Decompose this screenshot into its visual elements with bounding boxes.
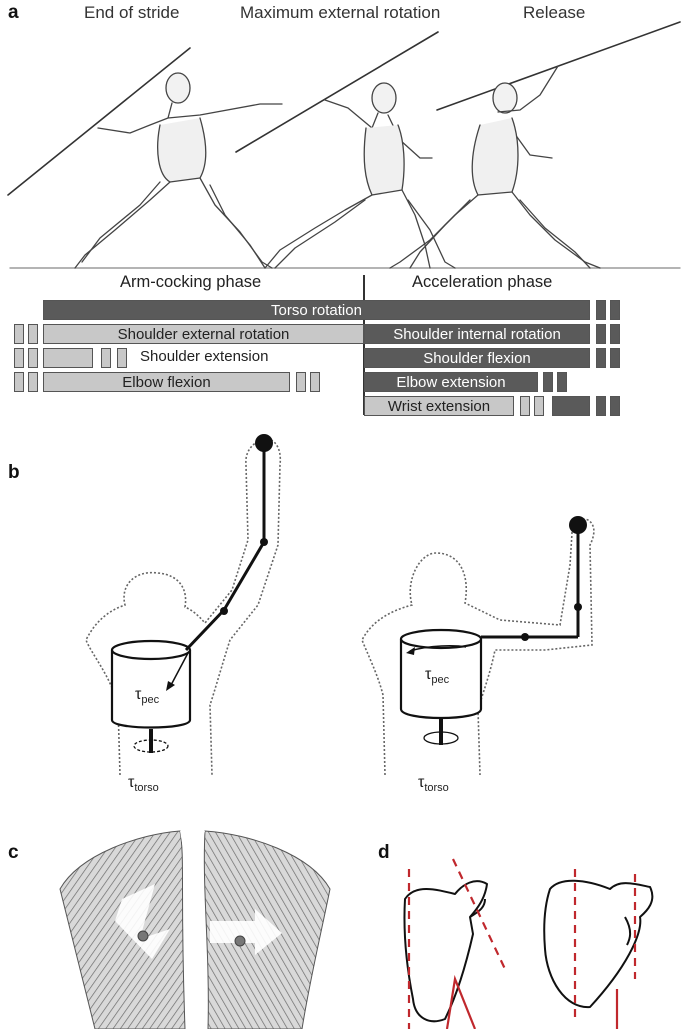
bar-ee-segment bbox=[557, 372, 567, 392]
right-tau-pec-sub: pec bbox=[431, 674, 450, 687]
bar-shoulder-internal-rotation-label: Shoulder internal rotation bbox=[393, 325, 561, 343]
bar-se-segment bbox=[14, 348, 24, 368]
title-release: Release bbox=[523, 3, 586, 22]
phase-divider-line bbox=[363, 275, 365, 415]
bar-ef-segment bbox=[296, 372, 306, 392]
scapula-diagram bbox=[403, 858, 654, 1029]
right-tau-torso-label: τtorso bbox=[418, 774, 449, 794]
left-tau-torso-label: τtorso bbox=[128, 774, 159, 794]
bar-ef-segment bbox=[14, 372, 24, 392]
bar-we-segment bbox=[610, 396, 620, 416]
panel-label-a: a bbox=[8, 2, 19, 23]
bar-elbow-flexion-label: Elbow flexion bbox=[122, 373, 211, 391]
bar-sir-segment bbox=[596, 324, 606, 344]
panel-label-c: c bbox=[8, 842, 19, 863]
bar-shoulder-extension-block bbox=[43, 348, 93, 368]
bar-we-segment bbox=[596, 396, 606, 416]
left-pec-torque-arrow bbox=[169, 652, 189, 688]
bar-we-segment bbox=[534, 396, 544, 416]
bar-torso-rotation: Torso rotation bbox=[43, 300, 590, 320]
bar-sf-segment bbox=[610, 348, 620, 368]
bar-shoulder-external-rotation-label: Shoulder external rotation bbox=[117, 325, 290, 343]
right-joint-elbow bbox=[521, 633, 529, 641]
left-cylinder bbox=[110, 639, 192, 729]
bar-we-block bbox=[552, 396, 590, 416]
bar-shoulder-internal-rotation: Shoulder internal rotation bbox=[364, 324, 590, 344]
right-cylinder bbox=[399, 628, 483, 720]
right-scapula-outline bbox=[543, 879, 654, 1009]
bar-elbow-extension: Elbow extension bbox=[364, 372, 538, 392]
bar-ser-segment bbox=[14, 324, 24, 344]
bar-se-segment bbox=[117, 348, 127, 368]
bar-sf-segment bbox=[596, 348, 606, 368]
panel-label-b: b bbox=[8, 462, 20, 483]
panel-label-d: d bbox=[378, 842, 390, 863]
right-tau-pec-symbol: τ bbox=[425, 666, 432, 683]
bar-shoulder-flexion-label: Shoulder flexion bbox=[423, 349, 531, 367]
bar-shoulder-extension-label: Shoulder extension bbox=[140, 348, 269, 365]
right-pec-torque-arrow bbox=[409, 645, 467, 652]
bar-elbow-extension-label: Elbow extension bbox=[396, 373, 506, 391]
left-tau-pec-sub: pec bbox=[141, 694, 160, 707]
bar-se-segment bbox=[101, 348, 111, 368]
bar-shoulder-external-rotation: Shoulder external rotation bbox=[43, 324, 364, 344]
bar-we-segment bbox=[520, 396, 530, 416]
left-tau-torso-symbol: τ bbox=[128, 774, 135, 791]
right-tau-torso-sub: torso bbox=[424, 782, 449, 795]
bar-ef-segment bbox=[310, 372, 320, 392]
left-torso-torque-arc bbox=[133, 739, 169, 753]
bar-se-segment bbox=[28, 348, 38, 368]
left-tau-torso-sub: torso bbox=[134, 782, 159, 795]
bar-ef-segment bbox=[28, 372, 38, 392]
left-hand-ball bbox=[255, 434, 273, 452]
right-tau-pec-label: τpec bbox=[425, 666, 449, 686]
right-tau-torso-symbol: τ bbox=[418, 774, 425, 791]
pectoral-muscles-illustration bbox=[59, 830, 331, 1029]
bar-ee-segment bbox=[543, 372, 553, 392]
torso-model-diagram bbox=[85, 434, 595, 776]
bar-sir-segment bbox=[610, 324, 620, 344]
right-hand-ball bbox=[569, 516, 587, 534]
bar-torso-segment bbox=[596, 300, 606, 320]
bar-wrist-extension: Wrist extension bbox=[364, 396, 514, 416]
bar-torso-segment bbox=[610, 300, 620, 320]
label-acceleration-phase: Acceleration phase bbox=[412, 273, 553, 291]
right-joint-wrist bbox=[574, 603, 582, 611]
left-muscle-arrow bbox=[115, 884, 170, 959]
bar-shoulder-flexion: Shoulder flexion bbox=[364, 348, 590, 368]
left-joint-elbow bbox=[220, 607, 228, 615]
right-muscle-arrow bbox=[210, 909, 282, 955]
left-scapula-outline bbox=[403, 880, 488, 1023]
title-end-of-stride: End of stride bbox=[84, 3, 180, 22]
bar-torso-rotation-label: Torso rotation bbox=[271, 301, 362, 319]
throwing-sequence-illustration bbox=[7, 21, 681, 269]
bar-elbow-flexion: Elbow flexion bbox=[43, 372, 290, 392]
bar-wrist-extension-label: Wrist extension bbox=[387, 397, 491, 415]
right-torso-torque-arc bbox=[423, 731, 459, 745]
left-tau-pec-symbol: τ bbox=[135, 686, 142, 703]
label-arm-cocking-phase: Arm-cocking phase bbox=[120, 273, 262, 291]
right-arm-linkage bbox=[481, 525, 580, 639]
left-joint-wrist bbox=[260, 538, 268, 546]
scapula-reference-lines bbox=[407, 858, 637, 1029]
left-tau-pec-label: τpec bbox=[135, 686, 159, 706]
left-arm-linkage bbox=[184, 443, 266, 652]
bar-ser-segment bbox=[28, 324, 38, 344]
title-max-external-rotation: Maximum external rotation bbox=[240, 3, 441, 22]
